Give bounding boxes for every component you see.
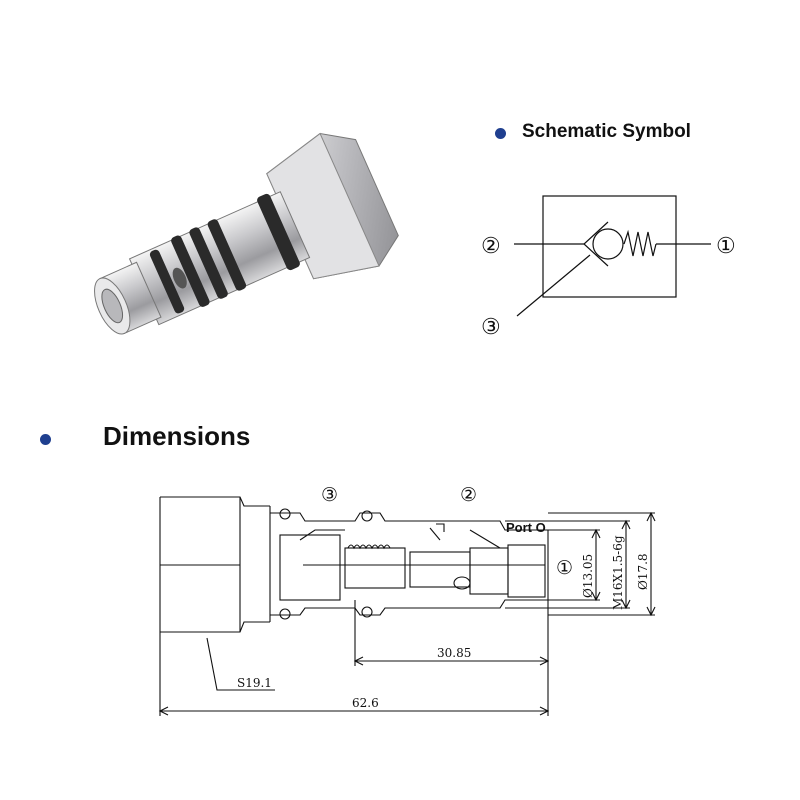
dim-total-length: 62.6 [352,696,379,710]
dim-thread: M16X1.5-6g [611,535,625,610]
dim-port-3: ③ [321,485,338,506]
schematic-heading: Schematic Symbol [522,121,691,142]
cartridge-valve-render-icon [94,132,399,335]
check-ball-icon [592,228,624,260]
dimensions-heading: Dimensions [103,421,251,451]
dimensions-bullet-icon [40,434,51,445]
dim-port-2: ② [460,485,477,506]
spring-icon [623,229,657,257]
dim-port-1: ① [556,558,573,579]
schematic-port-3: ③ [481,314,501,339]
dim-inner-length: 30.85 [437,646,471,660]
schematic-port-2: ② [481,233,501,258]
dim-dia-small: Ø13.05 [581,554,595,598]
dim-dia-large: Ø17.8 [636,553,650,590]
schematic-box [542,195,677,298]
schematic-bullet-icon [495,128,506,139]
dim-hex: S19.1 [237,676,272,690]
schematic-port-1: ① [716,233,736,258]
port-o-label: Port O [506,520,546,535]
